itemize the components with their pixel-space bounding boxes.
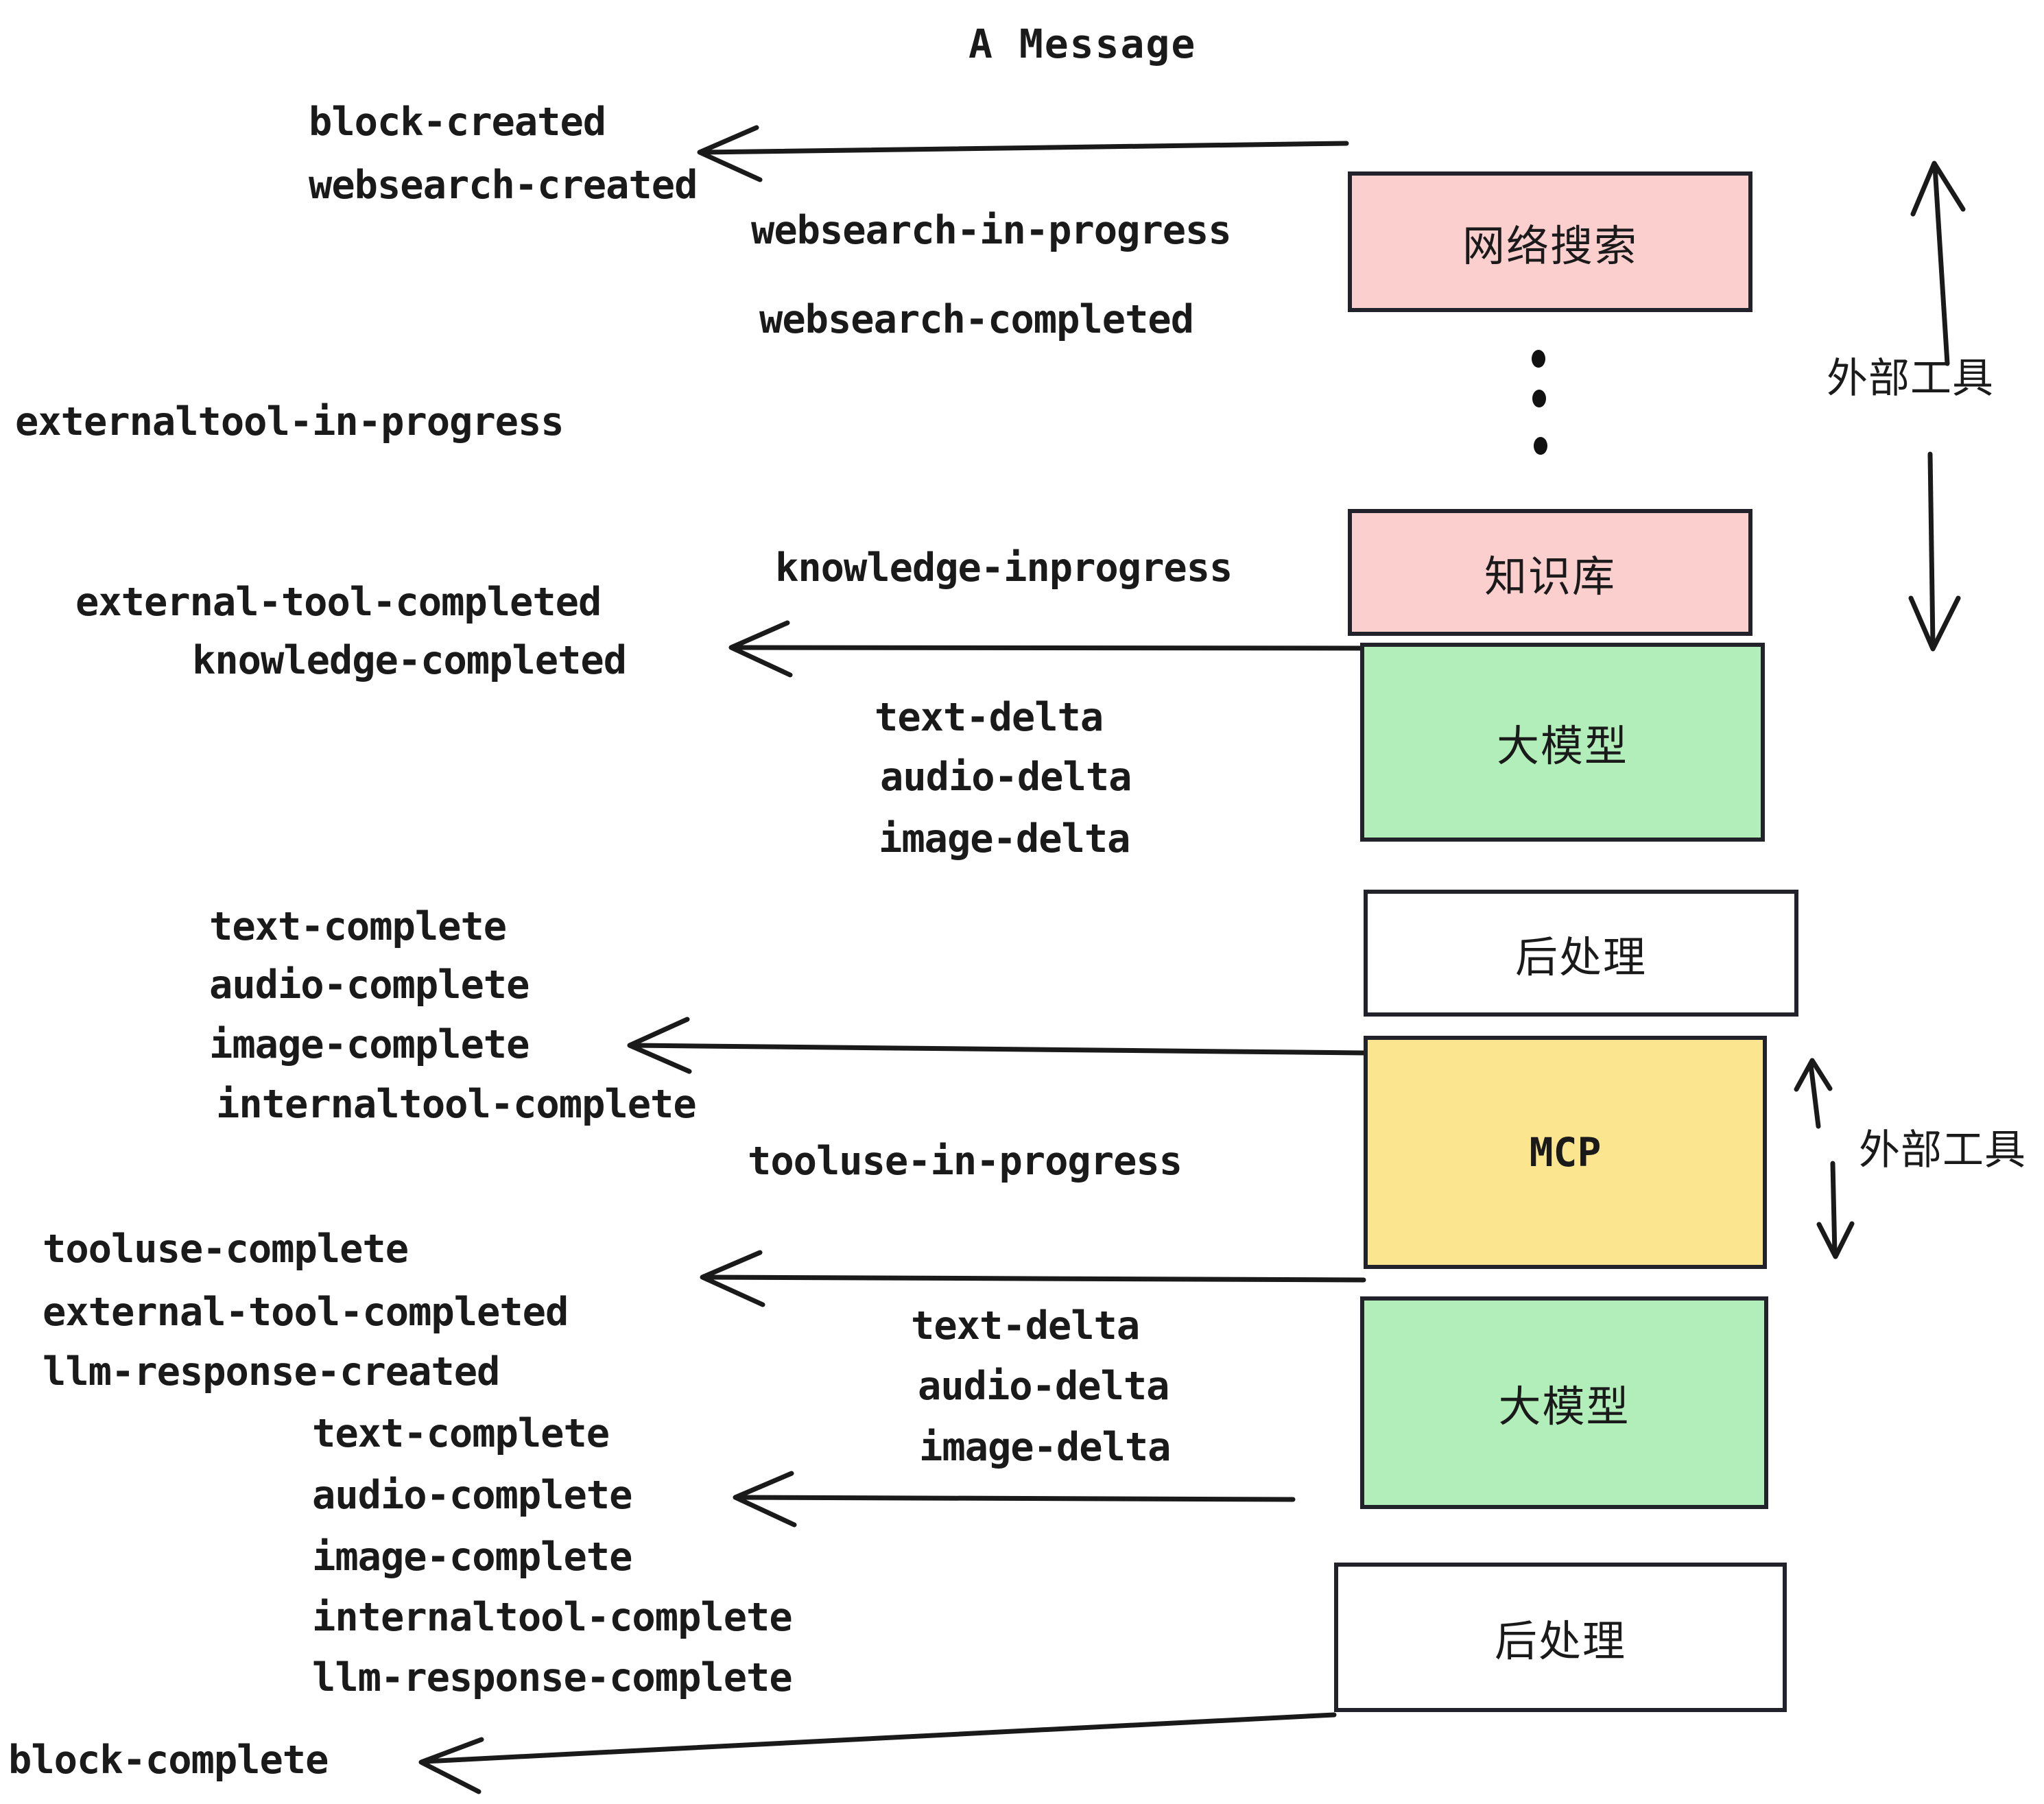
external-tool-arrow-up-bottom-head: [1794, 1058, 1833, 1092]
arrow-llm2-to-audio-complete: [737, 1495, 1296, 1502]
arrow-post2-to-block-complete-head: [418, 1737, 484, 1794]
event-internaltool-complete-1: internaltool-complete: [216, 1082, 697, 1127]
event-image-complete-2: image-complete: [312, 1534, 632, 1580]
event-block-complete: block-complete: [8, 1737, 329, 1783]
event-audio-delta-1: audio-delta: [880, 755, 1132, 800]
event-knowledge-completed: knowledge-completed: [192, 638, 627, 683]
event-websearch-in-progress: websearch-in-progress: [751, 208, 1232, 253]
side-label-external-tools-top: 外部工具: [1827, 355, 1994, 403]
node-llm-1-label: 大模型: [1496, 721, 1628, 771]
event-externaltool-in-progress: externaltool-in-progress: [15, 399, 565, 444]
external-tool-arrow-up-top: [1932, 164, 1950, 366]
event-external-tool-completed-2: external-tool-completed: [43, 1290, 569, 1335]
arrow-mcp-to-tooluse-complete-head: [700, 1250, 765, 1307]
external-tool-arrow-down-top-head: [1908, 595, 1961, 652]
arrow-post1-to-image-complete: [632, 1043, 1366, 1056]
ellipsis-dot-3: [1534, 437, 1547, 455]
external-tool-arrow-down-top: [1927, 451, 1936, 648]
external-tool-arrow-up-top-head: [1910, 161, 1966, 217]
external-tool-arrow-down-bottom: [1830, 1161, 1838, 1257]
node-websearch[interactable]: 网络搜索: [1348, 171, 1752, 312]
event-knowledge-inprogress: knowledge-inprogress: [775, 545, 1233, 591]
ellipsis-dot-2: [1532, 390, 1546, 407]
event-block-created: block-created: [309, 99, 606, 145]
event-internaltool-complete-2: internaltool-complete: [312, 1595, 793, 1640]
event-text-complete-2: text-complete: [312, 1411, 610, 1456]
event-llm-response-created: llm-response-created: [43, 1349, 500, 1394]
external-tool-arrow-down-bottom-head: [1816, 1221, 1855, 1259]
node-websearch-label: 网络搜索: [1462, 220, 1638, 271]
diagram-title: A Message: [968, 21, 1197, 67]
event-audio-complete-2: audio-complete: [312, 1473, 632, 1518]
node-llm-1[interactable]: 大模型: [1360, 643, 1765, 842]
external-tool-arrow-up-bottom: [1808, 1062, 1821, 1129]
node-postprocess-2[interactable]: 后处理: [1334, 1563, 1787, 1712]
node-mcp[interactable]: MCP: [1364, 1036, 1767, 1269]
arrow-post2-to-block-complete: [423, 1712, 1337, 1764]
node-knowledge-label: 知识库: [1484, 551, 1616, 602]
event-tooluse-complete: tooluse-complete: [43, 1226, 409, 1272]
ellipsis-dot-1: [1532, 350, 1545, 368]
node-llm-2[interactable]: 大模型: [1360, 1296, 1768, 1509]
node-knowledge[interactable]: 知识库: [1348, 509, 1752, 636]
event-llm-response-complete: llm-response-complete: [312, 1655, 793, 1700]
arrow-post1-to-image-complete-head: [627, 1017, 692, 1074]
event-text-delta-1: text-delta: [875, 695, 1104, 740]
event-image-delta-1: image-delta: [879, 816, 1130, 862]
arrow-llm2-to-audio-complete-head: [733, 1471, 797, 1528]
event-external-tool-completed-1: external-tool-completed: [75, 580, 602, 625]
node-postprocess-1-label: 后处理: [1514, 931, 1647, 982]
node-postprocess-1[interactable]: 后处理: [1364, 890, 1798, 1017]
node-postprocess-2-label: 后处理: [1494, 1616, 1626, 1666]
event-text-delta-2: text-delta: [911, 1303, 1140, 1349]
arrow-websearch-to-created: [700, 141, 1349, 155]
event-audio-complete-1: audio-complete: [209, 962, 530, 1008]
event-image-complete-1: image-complete: [209, 1022, 530, 1067]
event-tooluse-in-progress: tooluse-in-progress: [748, 1139, 1183, 1184]
node-mcp-label: MCP: [1529, 1129, 1602, 1176]
event-image-delta-2: image-delta: [919, 1425, 1171, 1470]
side-label-external-tools-bottom: 外部工具: [1859, 1126, 2026, 1174]
event-audio-delta-2: audio-delta: [918, 1364, 1169, 1409]
node-llm-2-label: 大模型: [1498, 1381, 1630, 1432]
arrow-llm1-to-knowledge-completed-head: [728, 620, 793, 678]
arrow-mcp-to-tooluse-complete: [704, 1274, 1366, 1283]
event-websearch-completed: websearch-completed: [759, 297, 1194, 342]
arrow-websearch-to-created-head: [697, 125, 763, 182]
event-websearch-created: websearch-created: [309, 163, 698, 208]
event-text-complete-1: text-complete: [209, 904, 507, 949]
